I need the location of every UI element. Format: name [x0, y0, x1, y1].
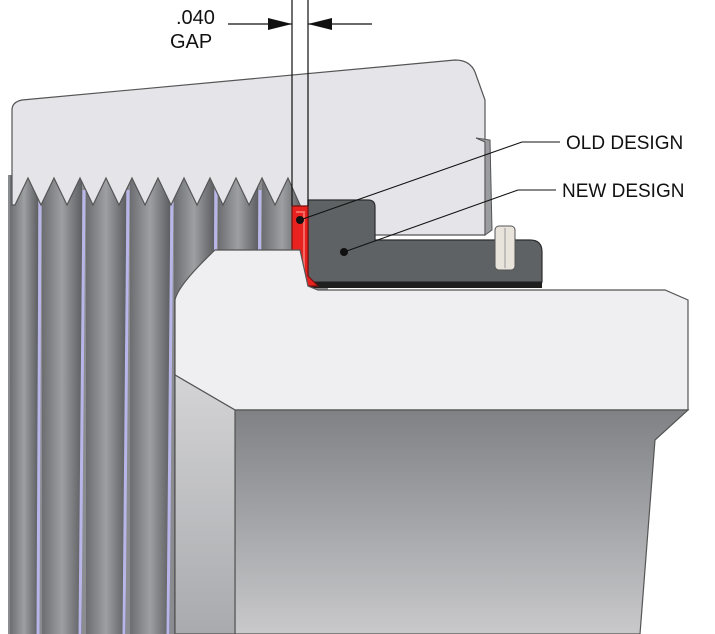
new-seal-bottom-edge [306, 282, 542, 288]
fitting-inner-face [174, 373, 236, 634]
fitting-body [174, 249, 690, 634]
old-design-label: OLD DESIGN [566, 133, 683, 154]
callout-old-design: OLD DESIGN [296, 133, 683, 224]
gap-arrow-right [308, 18, 332, 30]
new-design-seal [307, 199, 543, 283]
gap-arrow-left [268, 18, 292, 30]
gap-value: .040 [176, 7, 215, 29]
callout-dot-old [296, 216, 304, 224]
fitting-bore [234, 409, 690, 634]
gap-label: GAP [170, 31, 212, 53]
callout-new-design: NEW DESIGN [340, 181, 684, 256]
callout-dot-new [340, 248, 348, 256]
nut-edge [475, 137, 493, 236]
new-design-label: NEW DESIGN [562, 181, 684, 202]
gap-dimension: .040 GAP [170, 0, 372, 206]
fitting-body-top [174, 249, 689, 411]
